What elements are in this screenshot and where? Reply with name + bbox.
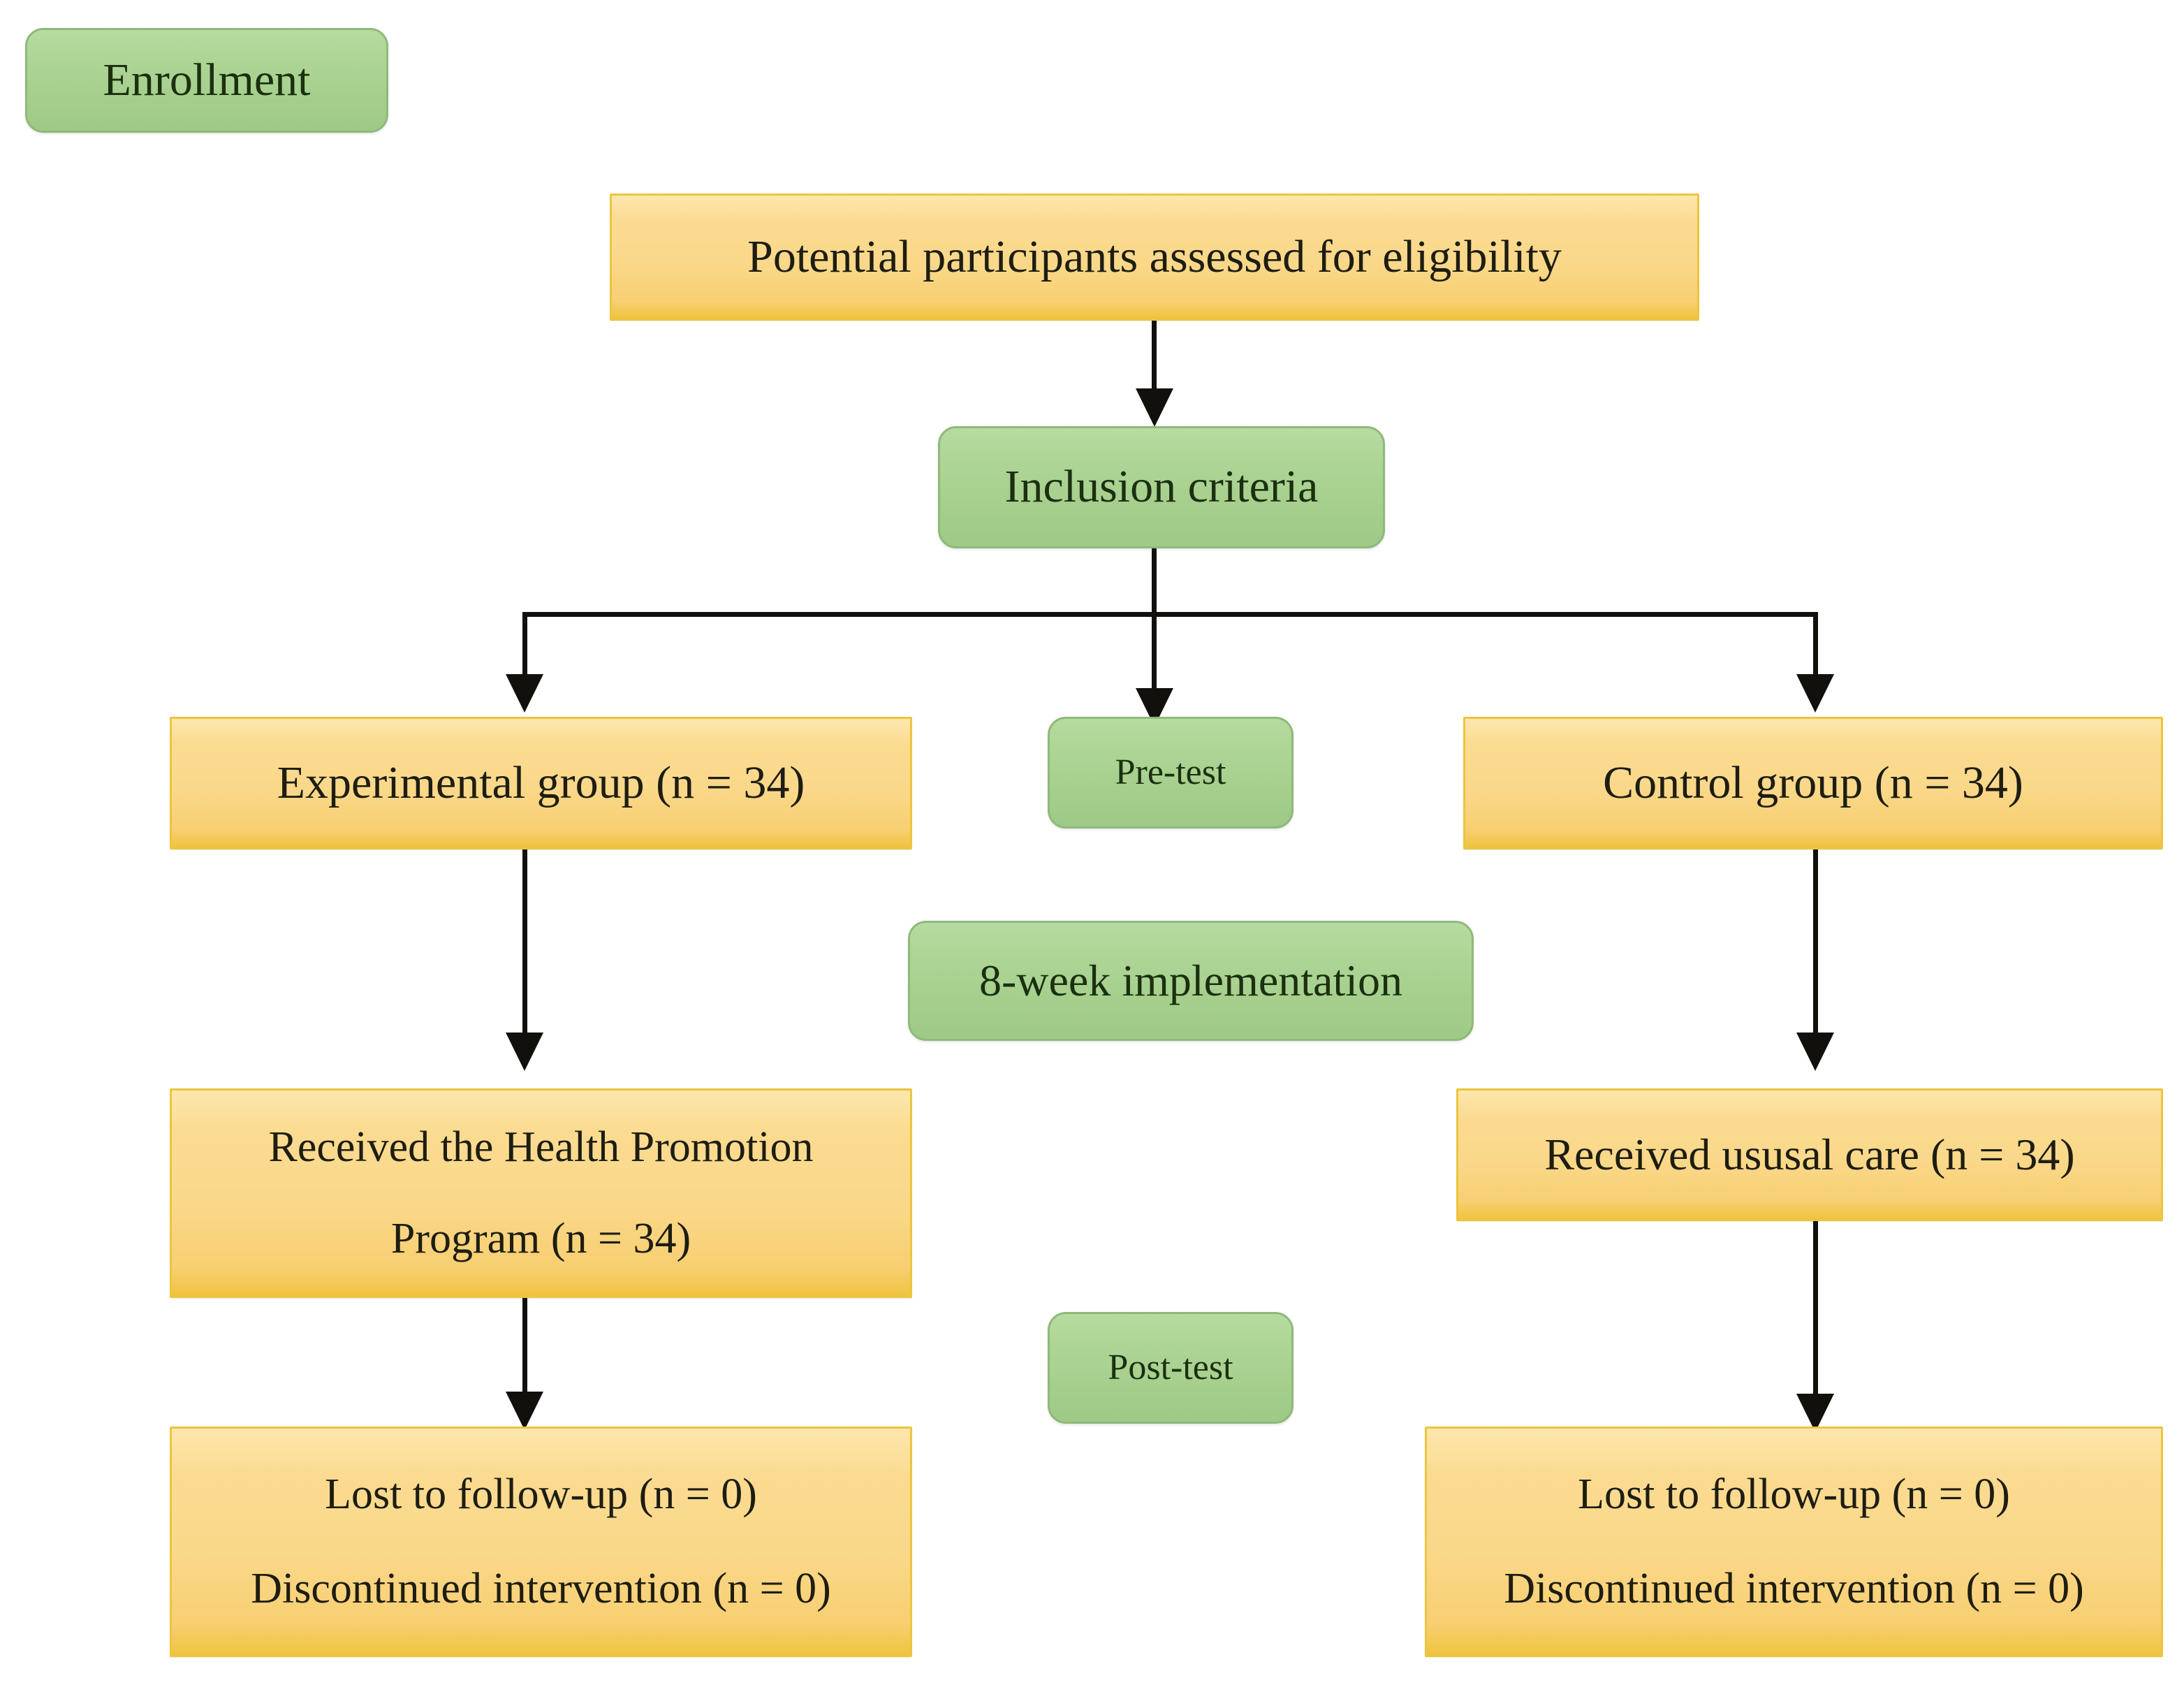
node-post-test: Post-test (1048, 1312, 1293, 1424)
node-implementation-label: 8-week implementation (979, 956, 1403, 1006)
node-assessed-label: Potential participants assessed for elig… (747, 231, 1562, 282)
node-assessed-for-eligibility: Potential participants assessed for elig… (610, 194, 1699, 321)
node-left-lost-line2: Discontinued intervention (n = 0) (251, 1565, 831, 1612)
node-control-label: Control group (n = 34) (1603, 757, 2023, 808)
node-pre-test-label: Pre-test (1115, 752, 1226, 792)
node-pre-test: Pre-test (1048, 717, 1293, 829)
edge-control-to-usual-line (1813, 849, 1818, 1052)
edge-bus-to-control-line (1813, 612, 1818, 689)
edge-program-to-left-lost-line (522, 1298, 527, 1417)
node-received-usual-label: Received ususal care (n = 34) (1544, 1130, 2075, 1180)
node-inclusion-criteria: Inclusion criteria (938, 426, 1385, 548)
node-received-health-promotion-program: Received the Health Promotion Program (n… (170, 1088, 912, 1298)
node-received-program-line2: Program (n = 34) (390, 1215, 691, 1262)
node-received-usual-care: Received ususal care (n = 34) (1456, 1088, 2163, 1221)
edge-inclusion-stem (1152, 548, 1157, 617)
edge-assessed-to-inclusion-arrow (1136, 388, 1173, 427)
edge-split-bus (522, 612, 1818, 617)
edge-assessed-to-inclusion-line (1152, 321, 1157, 404)
edge-program-to-left-lost-arrow (506, 1392, 543, 1430)
edge-bus-to-experimental-arrow (506, 674, 543, 713)
node-experimental-label: Experimental group (n = 34) (277, 757, 805, 808)
edge-bus-to-experimental-line (522, 612, 527, 689)
edge-experimental-to-program-arrow (506, 1033, 543, 1071)
edge-experimental-to-program-line (522, 849, 527, 1052)
edge-usual-to-right-lost-arrow (1796, 1394, 1834, 1432)
node-enrollment-label: Enrollment (103, 54, 311, 105)
node-experimental-group: Experimental group (n = 34) (170, 717, 912, 849)
node-post-test-label: Post-test (1108, 1347, 1233, 1387)
edge-usual-to-right-lost-line (1813, 1221, 1818, 1420)
node-left-lost-line1: Lost to follow-up (n = 0) (325, 1470, 757, 1518)
node-8-week-implementation: 8-week implementation (908, 921, 1474, 1041)
node-enrollment: Enrollment (25, 28, 388, 133)
node-right-lost-line2: Discontinued intervention (n = 0) (1504, 1565, 2084, 1612)
node-right-lost-line1: Lost to follow-up (n = 0) (1578, 1470, 2010, 1518)
edge-control-to-usual-arrow (1796, 1033, 1834, 1071)
node-inclusion-label: Inclusion criteria (1004, 461, 1319, 513)
node-received-program-line1: Received the Health Promotion (268, 1123, 814, 1171)
node-left-lost-to-followup: Lost to follow-up (n = 0) Discontinued i… (170, 1427, 912, 1657)
node-right-lost-to-followup: Lost to follow-up (n = 0) Discontinued i… (1425, 1427, 2163, 1657)
node-control-group: Control group (n = 34) (1463, 717, 2163, 849)
edge-bus-to-pretest-line (1152, 612, 1157, 703)
edge-bus-to-control-arrow (1796, 674, 1834, 713)
